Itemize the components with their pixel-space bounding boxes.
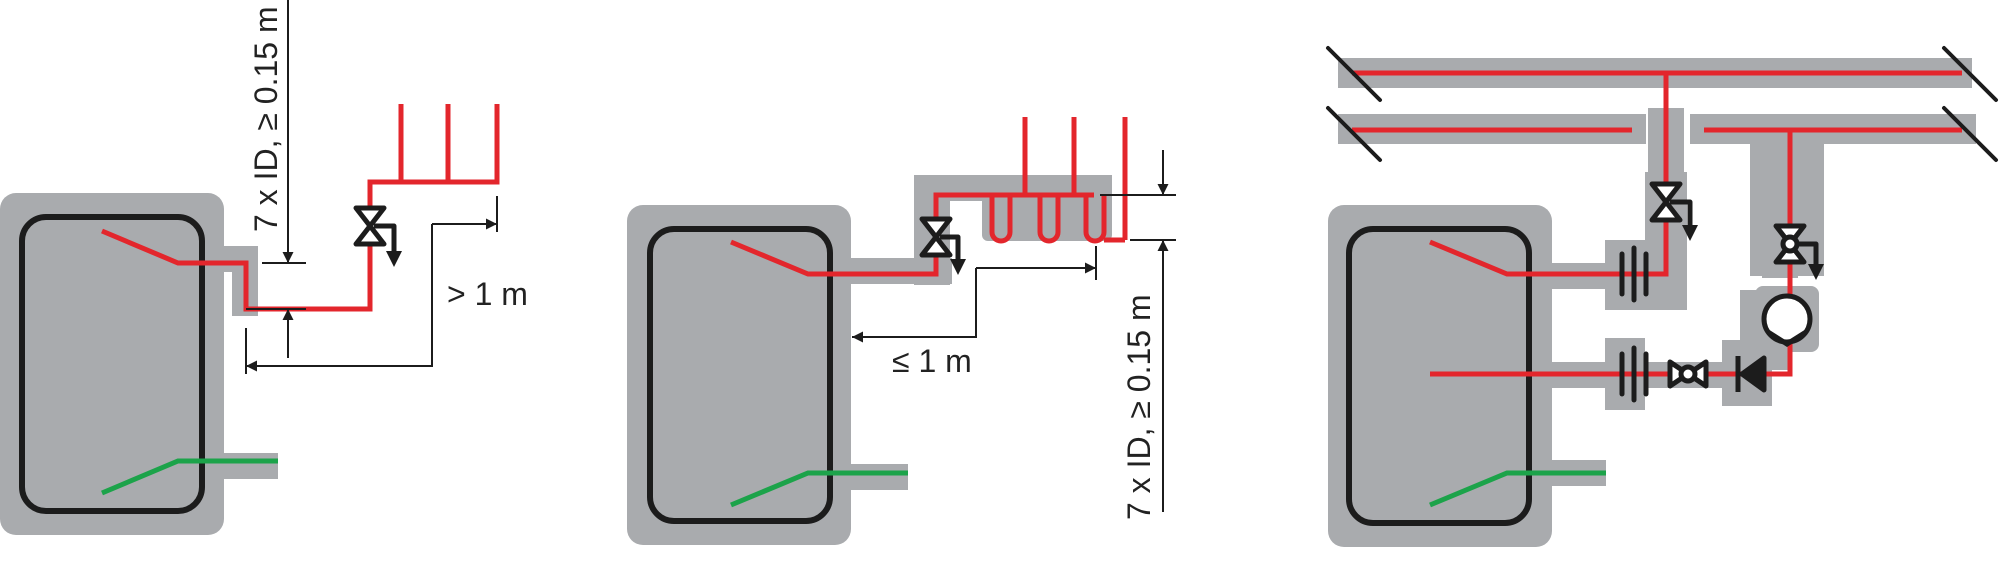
panel-3-header-pipes (1326, 46, 1998, 162)
panel-3-circulation-pump-icon (1761, 293, 1813, 347)
panel-2-siphon-connection: ≤ 1 m 7 x ID, ≥ 0.15 m (627, 117, 1176, 545)
panel-1-supply-pipe (101, 104, 500, 312)
panel-3-supply-pipe (1429, 73, 1793, 377)
panel-3-isolation-valve-top-icon (1649, 181, 1698, 241)
panel-3-housing (1328, 108, 1824, 547)
panel-1-valve-icon (353, 205, 402, 267)
panel-1-height-label: 7 x ID, ≥ 0.15 m (248, 6, 284, 232)
panel-1-housing (0, 193, 278, 535)
panel-2-housing (627, 175, 1112, 545)
panel-1-direct-connection: 7 x ID, ≥ 0.15 m > 1 m (0, 0, 528, 535)
panel-1-return-pipe (101, 458, 278, 496)
panel-3-balancing-valve-icon (1773, 223, 1824, 280)
panel-1-length-label: > 1 m (447, 276, 528, 312)
panel-2-return-pipe (730, 470, 908, 508)
panel-1-length-dimension (245, 196, 498, 374)
panel-2-valve-icon (919, 216, 966, 275)
panel-2-length-dimension (852, 246, 1097, 343)
panel-3-union-fitting-lower-icon (1619, 345, 1649, 403)
panel-3-return-pipe (1429, 470, 1606, 508)
panel-2-height-label: 7 x ID, ≥ 0.15 m (1121, 294, 1157, 520)
panel-2-length-label: ≤ 1 m (892, 343, 972, 379)
panel-3-union-fitting-upper-icon (1619, 245, 1649, 303)
panel-3-check-valve-icon (1735, 355, 1767, 393)
panel-2-height-dimension (1100, 150, 1176, 512)
panel-3-manifold-connection (1326, 46, 1998, 547)
panel-1-height-dimension (246, 0, 306, 358)
panel-3-ball-valve-icon (1667, 359, 1709, 389)
panel-2-supply-pipe (730, 117, 1128, 277)
